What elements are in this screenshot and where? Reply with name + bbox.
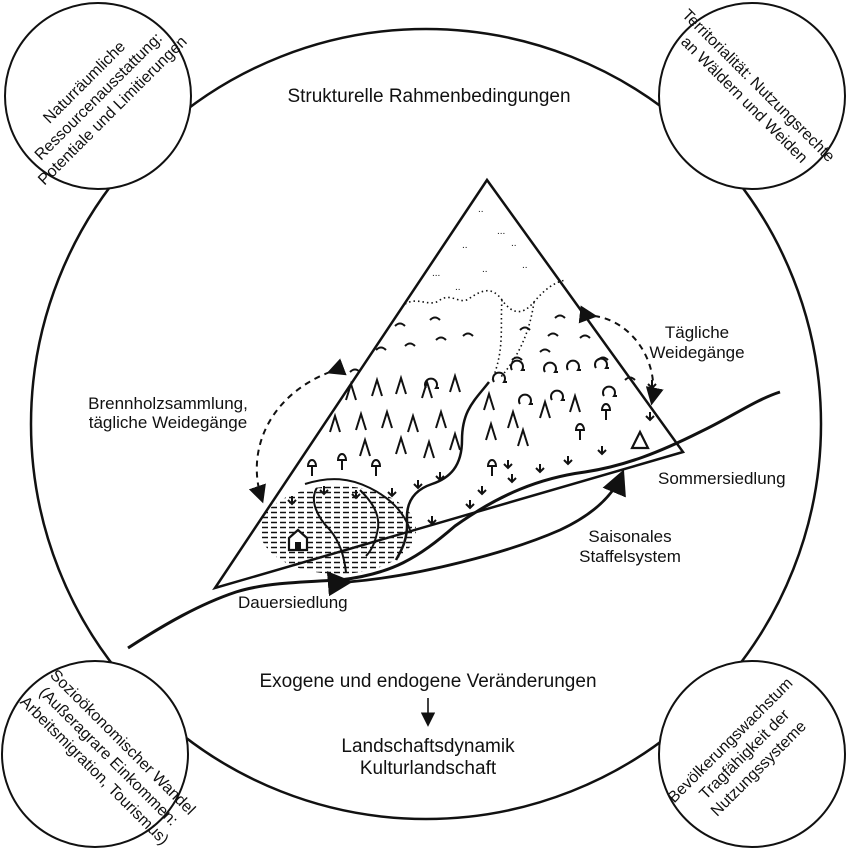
svg-text:..: .. — [478, 204, 484, 215]
seasonal-system-label-2: Staffelsystem — [579, 547, 681, 566]
firewood-label-1: Brennholzsammlung, — [88, 394, 248, 413]
svg-text:..: .. — [522, 260, 528, 271]
fields-area — [260, 486, 416, 574]
permanent-settlement-label: Dauersiedlung — [238, 593, 348, 612]
svg-text:...: ... — [432, 268, 440, 279]
svg-text:...: ... — [497, 226, 505, 237]
snow-line — [405, 280, 566, 312]
summer-settlement-label: Sommersiedlung — [658, 469, 786, 488]
top-label: Strukturelle Rahmenbedingungen — [287, 86, 570, 107]
firewood-label-2: tägliche Weidegänge — [89, 413, 247, 432]
changes-label: Exogene und endogene Veränderungen — [259, 671, 596, 692]
daily-grazing-label-1: Tägliche — [665, 323, 729, 342]
result-label-1: Landschaftsdynamik — [341, 736, 515, 757]
svg-text:..: .. — [511, 238, 517, 249]
deciduous-tree-marks — [308, 404, 610, 476]
seasonal-system-label-1: Saisonales — [588, 527, 671, 546]
svg-text:..: .. — [482, 264, 488, 275]
snow-gully-2 — [500, 302, 534, 378]
result-label-2: Kulturlandschaft — [360, 758, 497, 779]
daily-grazing-label-2: Weidegänge — [649, 343, 744, 362]
summer-hut-icon — [632, 432, 648, 448]
snow-gully-1 — [492, 300, 502, 380]
svg-text:..: .. — [462, 240, 468, 251]
conifer-marks — [330, 376, 580, 458]
svg-text:..: .. — [455, 282, 461, 293]
